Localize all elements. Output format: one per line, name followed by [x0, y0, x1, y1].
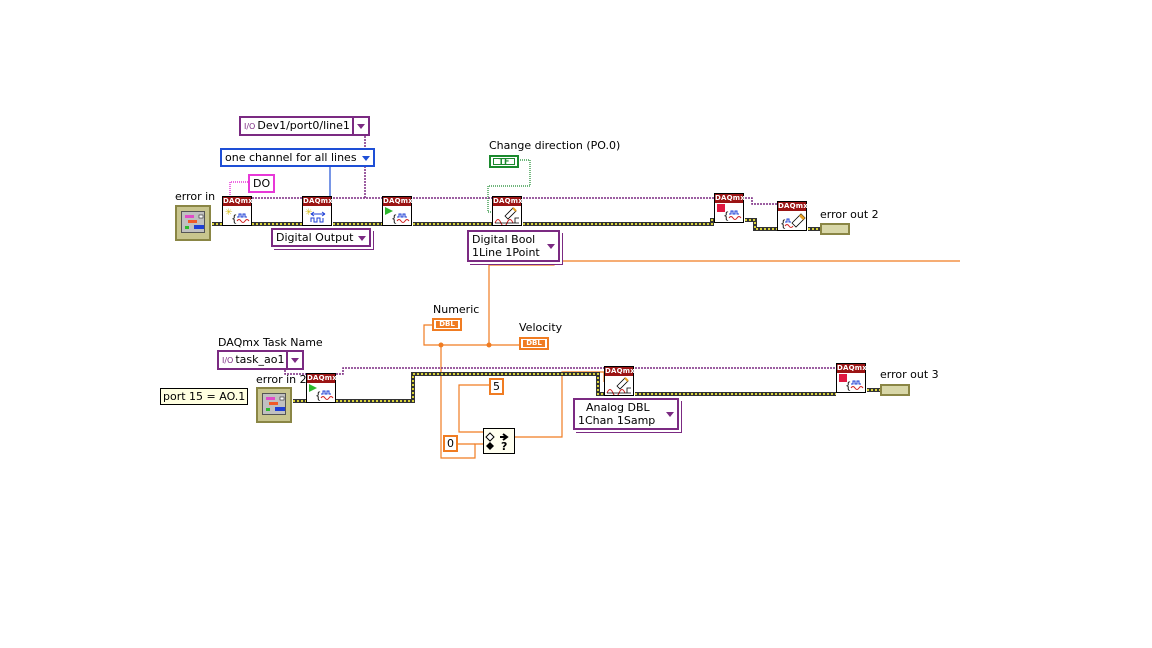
node-header: DAQmx — [715, 194, 745, 203]
svg-text:✳: ✳ — [305, 208, 313, 218]
velocity-label: Velocity — [519, 321, 563, 334]
daqmx-stop-task-node-top[interactable]: DAQmx { — [714, 193, 745, 223]
select-function-icon: ? — [485, 432, 509, 453]
error-in-label: error in — [175, 190, 216, 203]
node-header: DAQmx — [223, 197, 253, 206]
change-direction-control[interactable]: TF — [489, 155, 519, 168]
svg-text:{: { — [315, 391, 321, 402]
daqmx-create-task-node[interactable]: DAQmx ✳ { — [222, 196, 253, 226]
boolean-control-label: Change direction (PO.0) — [489, 139, 621, 152]
dropdown-arrow-icon[interactable] — [351, 118, 368, 134]
node-header: DAQmx — [303, 197, 333, 206]
dropdown-arrow-icon[interactable] — [546, 244, 555, 249]
numeric-label: Numeric — [433, 303, 480, 316]
svg-text:{: { — [780, 219, 786, 230]
wire-junction — [438, 342, 444, 348]
task-name-value: task_ao1 — [235, 353, 285, 366]
error-out-2-indicator[interactable] — [820, 223, 850, 235]
boolean-tf-glyph: TF — [493, 158, 515, 166]
dropdown-arrow-icon[interactable] — [358, 235, 367, 241]
io-glyph-icon: I/O — [222, 356, 234, 365]
daqmx-clear-task-node-top[interactable]: DAQmx { — [777, 201, 808, 231]
svg-text:{: { — [723, 211, 729, 222]
write-type-line1: Analog DBL — [586, 401, 650, 414]
daqmx-start-task-node[interactable]: DAQmx { — [382, 196, 413, 226]
svg-text:{: { — [231, 214, 237, 225]
write-type-line2: 1Chan 1Samp — [578, 414, 656, 427]
svg-text:✳: ✳ — [225, 208, 233, 218]
error-in-control[interactable] — [175, 205, 211, 241]
dropdown-arrow-icon[interactable] — [666, 412, 675, 417]
write-type-line1: Digital Bool — [472, 233, 536, 246]
error-wire-bottom — [293, 372, 880, 403]
line-grouping-value: one channel for all lines — [225, 151, 357, 164]
start-task-icon: { — [385, 207, 410, 225]
channel-name-constant[interactable]: DO — [248, 174, 276, 193]
dbl-type-glyph: DBL — [523, 340, 545, 347]
string-wire — [229, 181, 248, 200]
task-name-label: DAQmx Task Name — [218, 336, 323, 349]
start-task-icon: { — [309, 384, 334, 402]
free-label-comment: port 15 = AO.1 — [160, 388, 249, 405]
create-task-icon: ✳ { — [225, 208, 250, 225]
daqmx-write-node-top[interactable]: DAQmx — [492, 196, 523, 226]
select-function-node[interactable]: ? — [483, 428, 515, 454]
stop-task-icon: { — [717, 204, 742, 222]
write-type-selector-bottom[interactable]: Analog DBL 1Chan 1Samp — [573, 398, 680, 430]
error-in-2-label: error in 2 — [256, 373, 307, 386]
io-glyph-icon: I/O — [244, 122, 256, 131]
constant-five[interactable]: 5 — [489, 378, 504, 395]
error-cluster-icon — [181, 211, 205, 233]
boolean-wire — [487, 159, 531, 213]
error-in-2-control[interactable] — [256, 387, 292, 423]
svg-text:{: { — [845, 381, 851, 392]
channel-type-value: Digital Output — [276, 231, 354, 244]
write-pencil-icon — [606, 377, 631, 395]
node-header: DAQmx — [493, 197, 523, 206]
node-header: DAQmx — [605, 367, 635, 376]
velocity-indicator[interactable]: DBL — [519, 337, 549, 350]
daqmx-start-task-node-bottom[interactable]: DAQmx { — [306, 373, 337, 403]
daqmx-write-node-bottom[interactable]: DAQmx — [604, 366, 635, 396]
error-out-3-label: error out 3 — [880, 368, 939, 381]
wire-junction — [486, 342, 492, 348]
error-wire-top — [212, 218, 820, 231]
svg-text:{: { — [391, 214, 397, 225]
node-header: DAQmx — [307, 374, 337, 383]
error-cluster-icon — [262, 393, 286, 415]
node-header: DAQmx — [778, 202, 808, 211]
stop-task-icon: { — [839, 374, 864, 392]
node-header: DAQmx — [383, 197, 413, 206]
svg-text:?: ? — [501, 440, 507, 453]
dropdown-arrow-icon[interactable] — [361, 155, 370, 161]
create-channel-icon: ✳ — [305, 208, 326, 223]
dbl-type-glyph: DBL — [436, 321, 458, 328]
daqmx-create-channel-node[interactable]: DAQmx ✳ — [302, 196, 333, 226]
numeric-control[interactable]: DBL — [432, 318, 462, 331]
write-type-line2: 1Line 1Point — [472, 246, 540, 259]
error-out-3-indicator[interactable] — [880, 384, 910, 396]
channel-type-selector[interactable]: Digital Output — [271, 228, 372, 247]
dropdown-arrow-icon[interactable] — [286, 352, 302, 368]
node-header: DAQmx — [837, 364, 867, 373]
error-out-2-label: error out 2 — [820, 208, 879, 221]
daqmx-stop-task-node-bottom[interactable]: DAQmx { — [836, 363, 867, 393]
clear-task-eraser-icon: { — [780, 213, 806, 230]
line-grouping-constant[interactable]: one channel for all lines — [220, 148, 375, 167]
constant-zero[interactable]: 0 — [443, 435, 458, 452]
write-type-selector-top[interactable]: Digital Bool 1Line 1Point — [467, 230, 560, 262]
write-pencil-icon — [494, 207, 519, 225]
physical-channel-value: Dev1/port0/line1 — [257, 119, 350, 132]
